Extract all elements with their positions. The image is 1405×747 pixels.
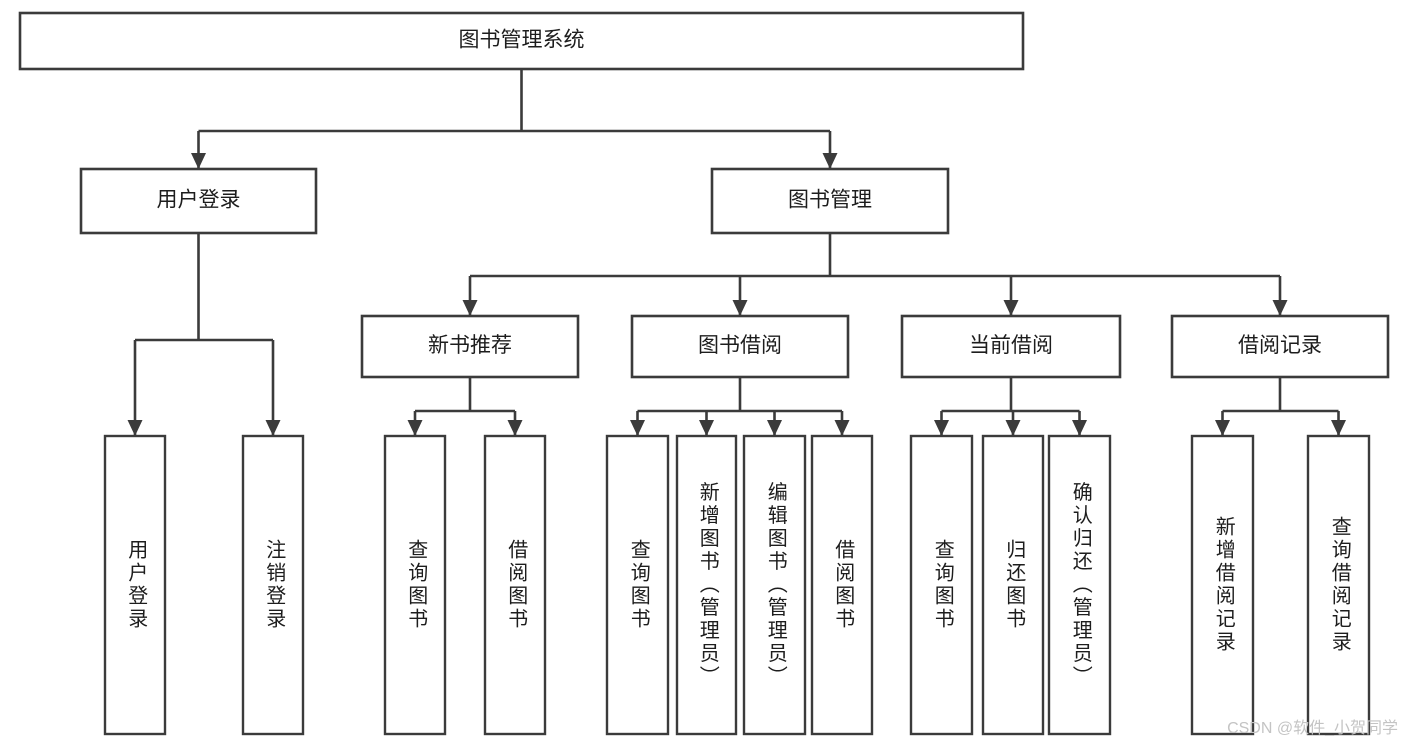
node-user-login[interactable]: 用户登录 — [79, 167, 318, 235]
node-label-leaf-query-book-3: 查询图书 — [931, 539, 954, 631]
node-box-leaf-edit-book — [742, 434, 807, 736]
node-label-leaf-confirm-return: 确认归还（管理员） — [1069, 481, 1092, 688]
node-leaf-add-record[interactable]: 新增借阅记录 — [1190, 434, 1255, 736]
node-leaf-query-book-1[interactable]: 查询图书 — [383, 434, 447, 736]
node-label-user-login: 用户登录 — [157, 189, 241, 212]
node-label-book-management: 图书管理 — [788, 189, 872, 212]
node-label-leaf-borrow-book-2: 借阅图书 — [832, 539, 855, 631]
node-label-leaf-edit-book: 编辑图书（管理员） — [764, 481, 787, 688]
node-box-leaf-borrow-book-2 — [810, 434, 874, 736]
node-new-book-recommend[interactable]: 新书推荐 — [360, 314, 580, 379]
arrowhead-icon — [630, 420, 645, 436]
node-box-book-management — [710, 167, 950, 235]
node-box-leaf-query-record — [1306, 434, 1371, 736]
node-label-book-borrow: 图书借阅 — [698, 334, 782, 357]
node-box-borrow-record — [1170, 314, 1390, 379]
node-leaf-query-book-3[interactable]: 查询图书 — [909, 434, 974, 736]
arrowhead-icon — [1072, 420, 1087, 436]
node-current-borrow[interactable]: 当前借阅 — [900, 314, 1122, 379]
arrowhead-icon — [1215, 420, 1230, 436]
arrowhead-icon — [407, 420, 423, 436]
arrowhead-icon — [265, 420, 281, 436]
node-leaf-confirm-return[interactable]: 确认归还（管理员） — [1047, 434, 1112, 736]
node-label-leaf-query-book-1: 查询图书 — [405, 539, 428, 631]
node-boxes: 图书管理系统用户登录图书管理新书推荐图书借阅当前借阅借阅记录用户登录注销登录查询… — [18, 11, 1390, 736]
node-label-leaf-query-book-2: 查询图书 — [627, 539, 650, 631]
node-borrow-record[interactable]: 借阅记录 — [1170, 314, 1390, 379]
arrowhead-icon — [934, 420, 949, 436]
node-leaf-borrow-book-2[interactable]: 借阅图书 — [810, 434, 874, 736]
arrowhead-icon — [462, 300, 478, 316]
node-label-root: 图书管理系统 — [459, 29, 585, 52]
node-label-leaf-user-login: 用户登录 — [125, 539, 148, 631]
node-box-book-borrow — [630, 314, 850, 379]
arrowhead-icon — [1331, 420, 1346, 436]
node-box-leaf-user-login — [103, 434, 167, 736]
node-label-leaf-add-record: 新增借阅记录 — [1212, 516, 1235, 654]
node-box-root — [18, 11, 1025, 71]
node-leaf-query-record[interactable]: 查询借阅记录 — [1306, 434, 1371, 736]
node-leaf-logout[interactable]: 注销登录 — [241, 434, 305, 736]
node-leaf-query-book-2[interactable]: 查询图书 — [605, 434, 670, 736]
node-box-leaf-add-record — [1190, 434, 1255, 736]
node-box-current-borrow — [900, 314, 1122, 379]
node-book-management[interactable]: 图书管理 — [710, 167, 950, 235]
node-box-user-login — [79, 167, 318, 235]
arrowhead-icon — [127, 420, 143, 436]
arrowhead-icon — [1003, 300, 1019, 316]
arrowhead-icon — [732, 300, 748, 316]
arrowhead-icon — [507, 420, 523, 436]
node-leaf-add-book[interactable]: 新增图书（管理员） — [675, 434, 738, 736]
arrowhead-icon — [822, 153, 838, 169]
connector-lines — [127, 69, 1346, 436]
node-box-leaf-logout — [241, 434, 305, 736]
node-label-leaf-query-record: 查询借阅记录 — [1328, 516, 1351, 654]
node-root[interactable]: 图书管理系统 — [18, 11, 1025, 71]
node-label-leaf-return-book: 归还图书 — [1003, 539, 1026, 631]
node-box-leaf-query-book-1 — [383, 434, 447, 736]
node-box-leaf-return-book — [981, 434, 1045, 736]
node-leaf-borrow-book-1[interactable]: 借阅图书 — [483, 434, 547, 736]
arrowhead-icon — [767, 420, 782, 436]
node-label-borrow-record: 借阅记录 — [1238, 334, 1322, 357]
node-box-leaf-query-book-2 — [605, 434, 670, 736]
node-leaf-return-book[interactable]: 归还图书 — [981, 434, 1045, 736]
node-box-new-book-recommend — [360, 314, 580, 379]
arrowhead-icon — [699, 420, 714, 436]
node-leaf-user-login[interactable]: 用户登录 — [103, 434, 167, 736]
arrowhead-icon — [191, 153, 206, 169]
node-label-current-borrow: 当前借阅 — [969, 334, 1053, 357]
node-box-leaf-query-book-3 — [909, 434, 974, 736]
csdn-watermark: CSDN @软件_小贺同学 — [1227, 719, 1398, 737]
node-label-new-book-recommend: 新书推荐 — [428, 334, 512, 357]
node-box-leaf-confirm-return — [1047, 434, 1112, 736]
arrowhead-icon — [834, 420, 850, 436]
node-leaf-edit-book[interactable]: 编辑图书（管理员） — [742, 434, 807, 736]
node-box-leaf-add-book — [675, 434, 738, 736]
node-box-leaf-borrow-book-1 — [483, 434, 547, 736]
node-label-leaf-logout: 注销登录 — [263, 539, 286, 631]
node-label-leaf-add-book: 新增图书（管理员） — [696, 481, 719, 688]
arrowhead-icon — [1005, 420, 1021, 436]
arrowhead-icon — [1272, 300, 1288, 316]
node-book-borrow[interactable]: 图书借阅 — [630, 314, 850, 379]
node-label-leaf-borrow-book-1: 借阅图书 — [505, 539, 528, 631]
